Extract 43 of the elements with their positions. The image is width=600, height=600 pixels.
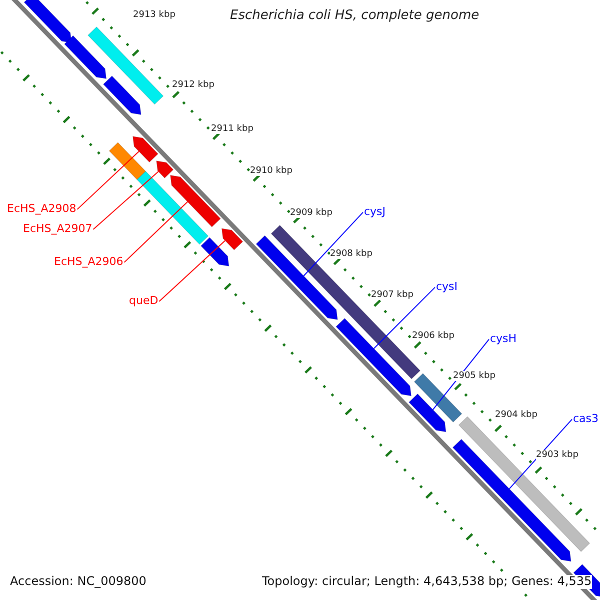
gene-label: cysH <box>490 333 517 346</box>
leader-line <box>158 240 226 302</box>
gene-feature <box>136 170 209 245</box>
diagram-title: Escherichia coli HS, complete genome <box>230 9 480 24</box>
gene-feature <box>64 35 107 80</box>
gene-feature <box>132 136 158 163</box>
gene-feature <box>88 26 164 105</box>
footer-text: Accession: NC_009800 <box>10 575 146 589</box>
gene-label: cysJ <box>364 206 386 219</box>
gene-label: queD <box>129 295 158 308</box>
gene-feature <box>221 228 244 250</box>
tick-label: 2907 kbp <box>371 290 414 300</box>
gene-feature <box>24 0 72 44</box>
gene-feature <box>336 318 412 396</box>
gene-feature <box>408 393 446 432</box>
gene-feature <box>200 237 230 266</box>
tick-label: 2911 kbp <box>211 124 254 134</box>
leader-line <box>76 150 140 210</box>
leader-line <box>124 201 188 263</box>
footer-text: Topology: circular; Length: 4,643,538 bp; Genes: 4,535 <box>262 575 592 589</box>
tick-label: 2904 kbp <box>495 410 538 420</box>
tick-label: 2906 kbp <box>412 331 454 342</box>
tick-label: 2912 kbp <box>172 80 214 90</box>
gene-label: cysI <box>436 281 458 294</box>
leader-line <box>373 286 436 350</box>
tick-label: 2908 kbp <box>330 249 372 260</box>
tick-label: 2909 kbp <box>290 208 332 218</box>
tick-label: 2903 kbp <box>536 450 578 460</box>
tick-label: 2905 kbp <box>453 371 496 382</box>
gene-label: EcHS_A2906 <box>54 256 124 269</box>
tick-label: 2913 kbp <box>133 10 176 20</box>
gene-feature <box>156 160 174 178</box>
gene-label: EcHS_A2907 <box>23 223 92 236</box>
gene-feature <box>102 76 142 115</box>
gene-label: cas3 <box>573 413 599 426</box>
leader-line <box>92 171 159 230</box>
leader-line <box>303 212 364 276</box>
leader-line <box>508 418 572 490</box>
gene-label: EcHS_A2908 <box>7 203 76 216</box>
tick-label: 2910 kbp <box>250 166 292 176</box>
gene-feature <box>170 174 221 228</box>
leader-line <box>432 338 490 410</box>
gene-feature <box>108 142 146 180</box>
